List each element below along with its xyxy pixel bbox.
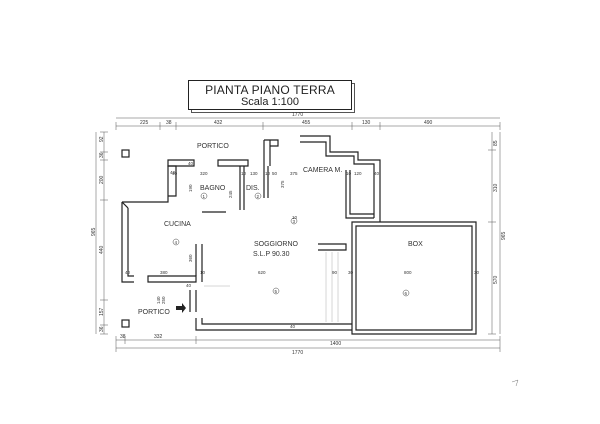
- dimension-lines: [95, 117, 501, 352]
- dim-soggiorno-bottom-wall: 40: [290, 324, 296, 329]
- dim-left-36: 36: [99, 152, 105, 158]
- dim-camera-wall-r: 40: [374, 171, 380, 176]
- dims-right: 85 310 965 570: [493, 140, 507, 284]
- dim-box-w: 800: [404, 270, 412, 275]
- room-marker-2: 2: [257, 194, 260, 199]
- plan-scale: Scala 1:100: [240, 96, 300, 108]
- dim-dis-wall-r: 10: [265, 171, 271, 176]
- dim-dis-h: 245: [228, 190, 233, 198]
- dim-box-wall-r: 30: [474, 270, 480, 275]
- room-labels: PORTICO BAGNO DIS. CAMERA M. CUCINA SOGG…: [138, 143, 423, 316]
- room-label-cucina: CUCINA: [164, 221, 191, 228]
- dims-left: 92 36 200 965 440 157 36: [91, 136, 105, 332]
- dim-top-130: 130: [362, 120, 371, 126]
- dim-soggiorno-wall: 90: [332, 270, 338, 275]
- room-label-box: BOX: [408, 241, 423, 248]
- dim-bagno-w: 320: [200, 171, 208, 176]
- room-label-dis: DIS.: [246, 185, 260, 192]
- room-marker-3: 3: [293, 219, 296, 224]
- room-marker-4: 4: [175, 240, 178, 245]
- room-marker-6: 6: [405, 291, 408, 296]
- dim-wall-10: 10: [292, 215, 298, 220]
- dim-top-432: 432: [214, 120, 223, 126]
- dim-top-38: 38: [166, 120, 172, 126]
- dim-cucina-w: 380: [160, 270, 168, 275]
- dim-soggiorno-wall2: 30: [348, 270, 354, 275]
- room-markers: [172, 192, 410, 297]
- dim-door-a: 140: [156, 296, 161, 304]
- dim-bagno-wall: 40: [172, 171, 178, 176]
- corner-mark: [511, 379, 519, 387]
- room-label-slp: S.L.P 90.30: [253, 251, 290, 258]
- entrance-arrow-icon: [176, 303, 186, 313]
- dims-inner: 40 40 320 10 130 10 50 375 10 120 40 190…: [125, 161, 480, 329]
- dim-wall-40-b: 40: [186, 283, 192, 288]
- dim-camera-wall: 10: [346, 171, 352, 176]
- dim-bagno-h: 190: [188, 184, 193, 192]
- dims-top: 225 38 432 1770 455 130 490: [140, 112, 433, 126]
- dim-bagno-top-wall: 40: [188, 161, 194, 166]
- dim-left-200: 200: [99, 175, 105, 184]
- room-label-camera: CAMERA M.: [303, 167, 342, 174]
- dim-right-85: 85: [493, 140, 499, 146]
- dim-cucina-wall-r: 10: [200, 270, 206, 275]
- dim-top-1770: 1770: [292, 112, 303, 118]
- dim-bottom-1400: 1400: [330, 341, 341, 347]
- dim-dis-w: 130: [250, 171, 258, 176]
- dim-bottom-1770: 1770: [292, 350, 303, 356]
- room-marker-5: 5: [275, 289, 278, 294]
- room-label-soggiorno: SOGGIORNO: [254, 241, 299, 248]
- dim-left-92: 92: [99, 136, 105, 142]
- dim-top-225: 225: [140, 120, 149, 126]
- title-box: PIANTA PIANO TERRA Scala 1:100: [188, 80, 352, 110]
- room-marker-1: 1: [203, 194, 206, 199]
- dim-soggiorno-w: 620: [258, 270, 266, 275]
- dim-left-157: 157: [99, 307, 105, 316]
- dim-bottom-332: 332: [154, 334, 163, 340]
- dim-camera-r: 120: [354, 171, 362, 176]
- room-marker-labels: 1 2 3 4 5 6: [175, 194, 408, 296]
- dim-right-570: 570: [493, 275, 499, 284]
- room-label-portico-top: PORTICO: [197, 143, 229, 150]
- dim-left-965: 965: [91, 227, 97, 236]
- dim-door-b: 250: [161, 296, 166, 304]
- stair-lines: [204, 252, 339, 322]
- dim-dis-wall-l: 10: [241, 171, 247, 176]
- room-label-bagno: BAGNO: [200, 185, 226, 192]
- dims-bottom: 38 332 1400 1770: [120, 334, 341, 356]
- dim-camera-w: 375: [290, 171, 298, 176]
- dim-top-490: 490: [424, 120, 433, 126]
- dim-left-36b: 36: [99, 326, 105, 332]
- room-label-portico-bottom: PORTICO: [138, 309, 170, 316]
- dim-camera-h: 375: [280, 180, 285, 188]
- dim-cucina-wall-l: 40: [125, 270, 131, 275]
- dim-right-310: 310: [493, 183, 499, 192]
- plan-title: PIANTA PIANO TERRA: [205, 83, 335, 97]
- dim-bottom-38: 38: [120, 334, 126, 340]
- walls: [121, 135, 477, 335]
- dim-right-965: 965: [501, 231, 507, 240]
- dim-camera-l: 50: [272, 171, 278, 176]
- dim-left-440: 440: [99, 245, 105, 254]
- dim-cucina-h: 360: [188, 254, 193, 262]
- dim-top-455: 455: [302, 120, 311, 126]
- dim-wall-40-a: 40: [170, 170, 176, 175]
